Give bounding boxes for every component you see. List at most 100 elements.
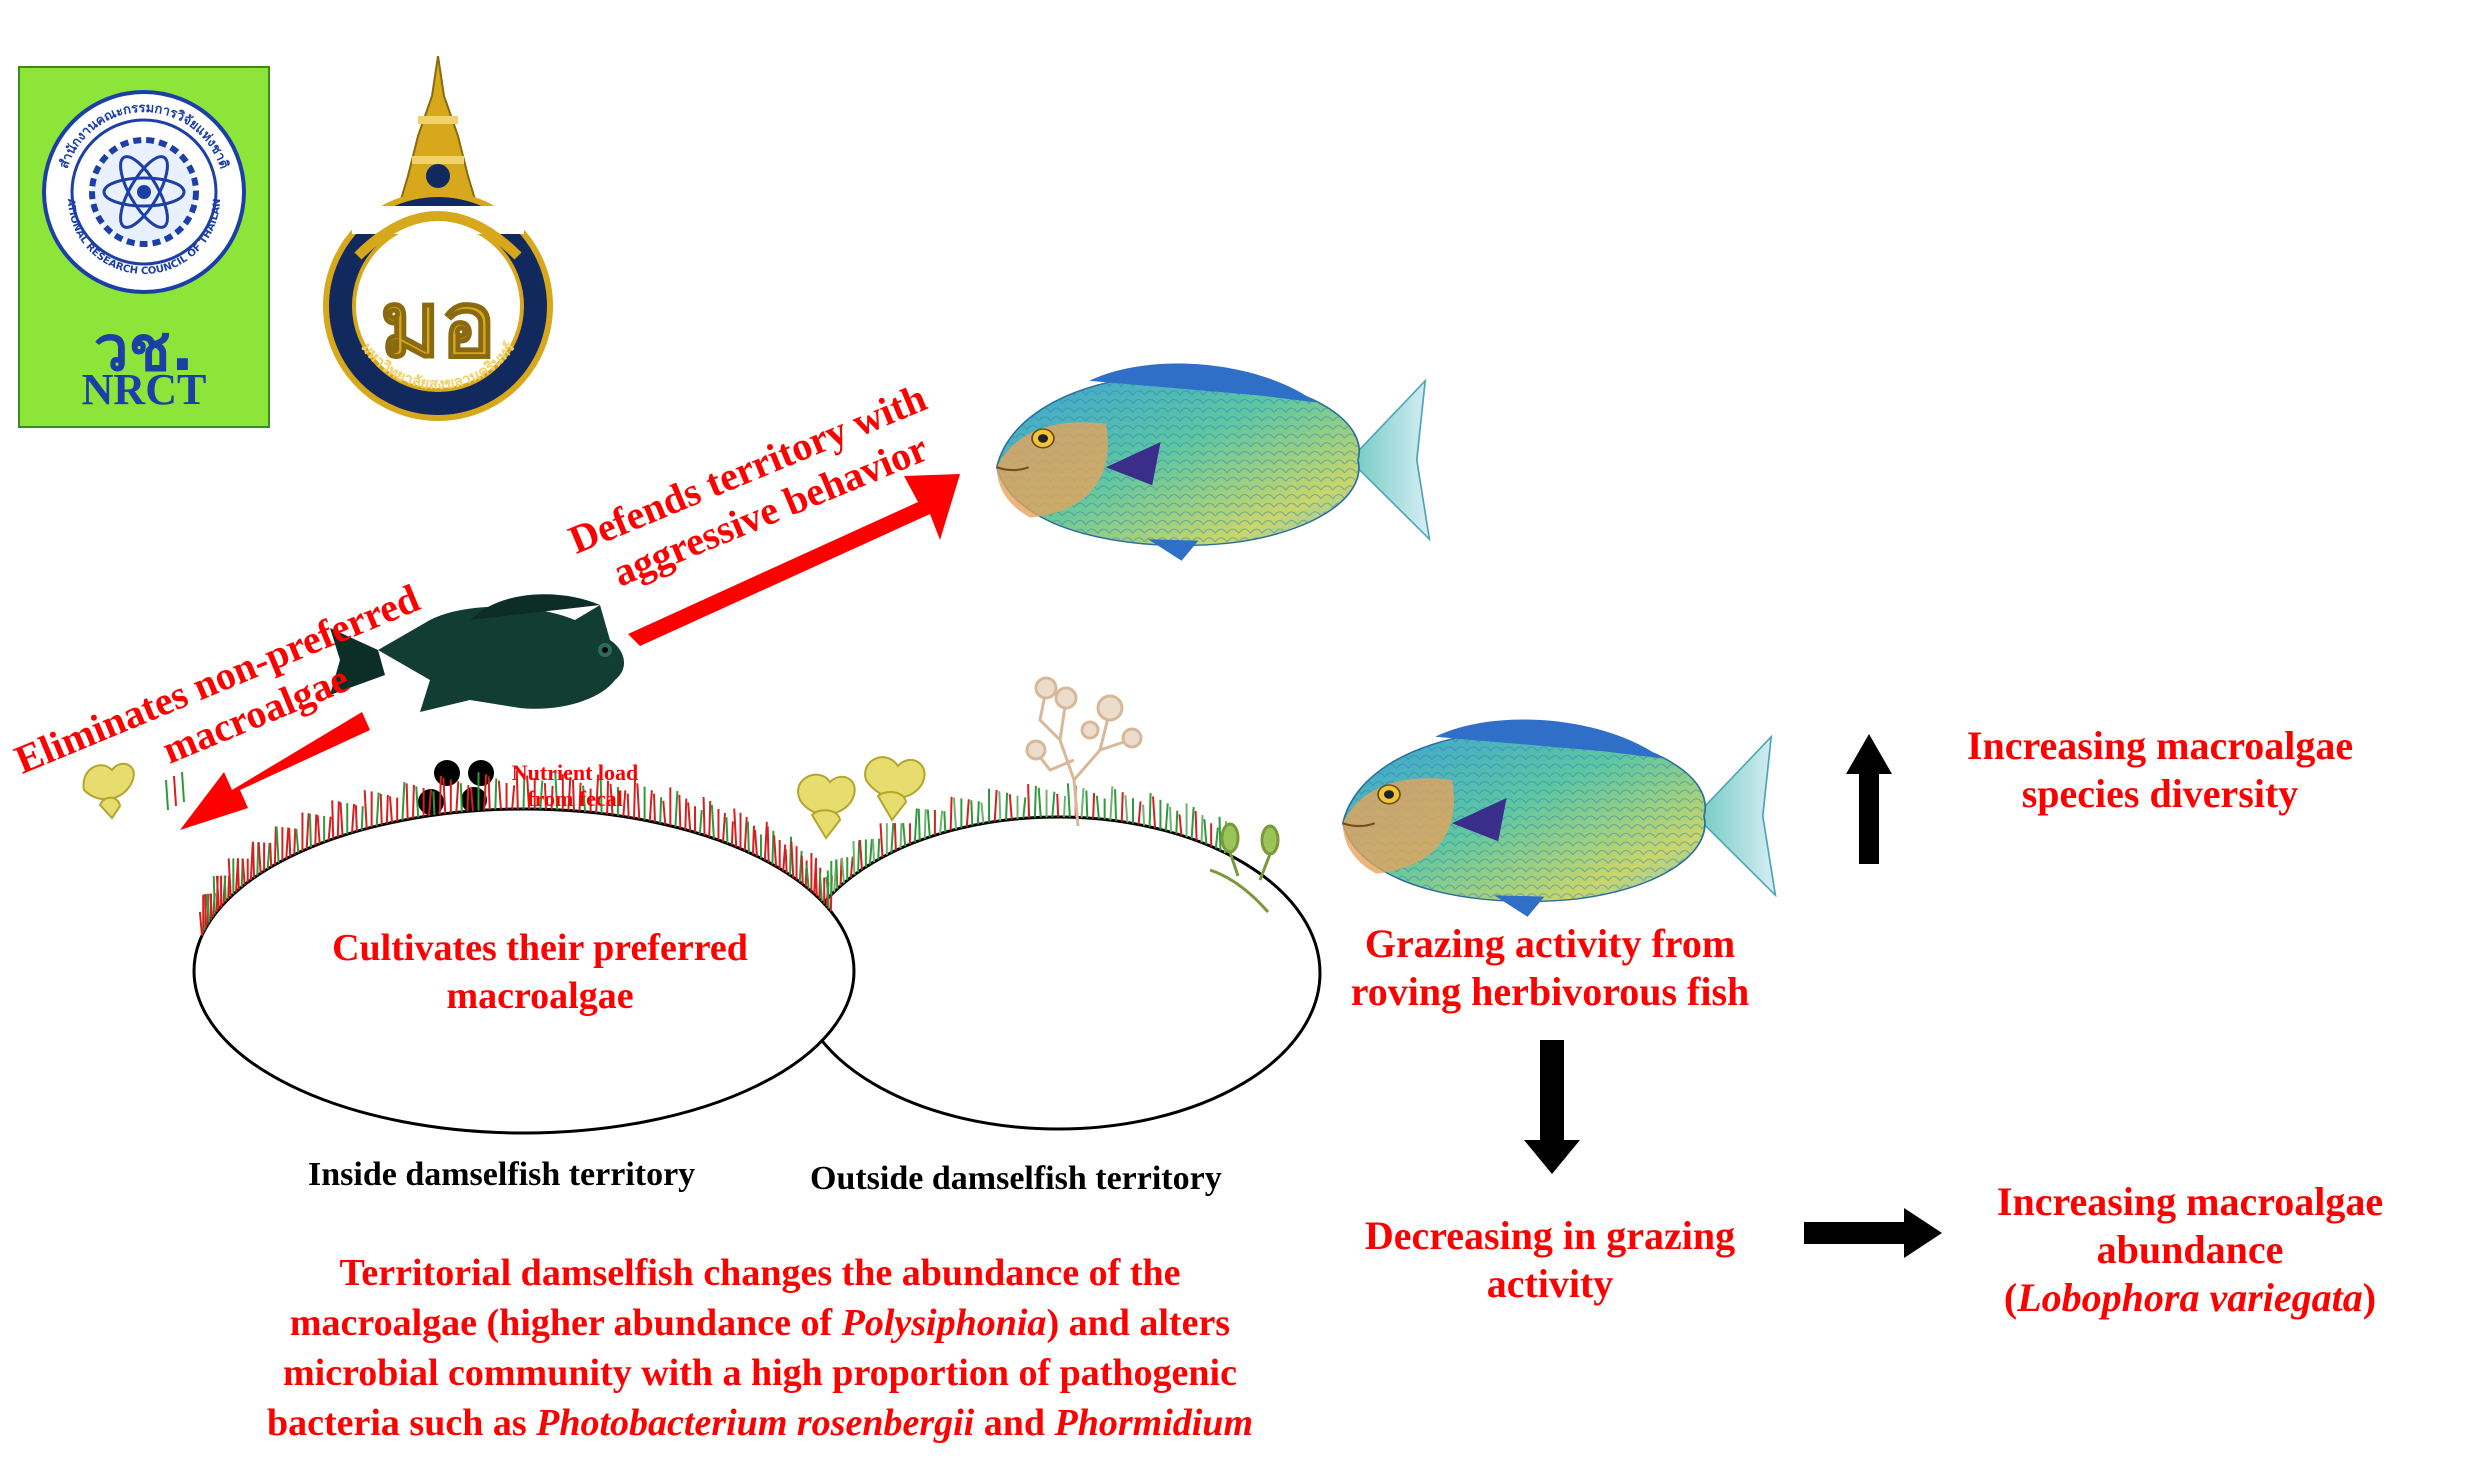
outside-territory-label: Outside damselfish territory xyxy=(810,1160,1222,1197)
algae-strand xyxy=(401,781,406,821)
diversity-label-line2: species diversity xyxy=(2021,771,2299,816)
summary-paragraph: Territorial damselfish changes the abund… xyxy=(150,1248,1370,1448)
algae-strand xyxy=(858,839,863,870)
nrct-logo: สำนักงานคณะกรรมการวิจัยแห่งชาติ NATIONAL… xyxy=(18,66,270,428)
summary-line2-a: macroalgae (higher abundance of xyxy=(289,1302,842,1344)
algae-strand xyxy=(316,815,321,844)
algae-strand xyxy=(1194,811,1198,841)
summary-line3: microbial community with a high proporti… xyxy=(283,1352,1237,1394)
algae-strand xyxy=(879,823,884,858)
inside-territory-label: Inside damselfish territory xyxy=(308,1156,696,1193)
algae-strand xyxy=(648,790,653,822)
algae-strand xyxy=(599,777,603,814)
algae-strand xyxy=(1190,807,1195,839)
nrct-seal-icon xyxy=(42,90,246,294)
grazing-label: Grazing activity from roving herbivorous… xyxy=(1320,920,1780,1016)
abundance-label-line1: Increasing macroalgae xyxy=(1996,1179,2384,1224)
algae-strand xyxy=(198,911,203,936)
algae-strand xyxy=(1214,827,1219,849)
algae-strand xyxy=(308,813,312,848)
algae-strand xyxy=(626,793,630,818)
algae-strand xyxy=(652,793,656,823)
algae-strand xyxy=(763,821,768,861)
algae-strand xyxy=(385,794,389,824)
abundance-label-line2: abundance xyxy=(2096,1227,2284,1272)
algae-strand xyxy=(204,894,208,928)
algae-strand xyxy=(730,821,734,846)
damselfish-icon xyxy=(330,594,625,712)
algae-icon xyxy=(1209,822,1280,913)
nrct-seal-text: สำนักงานคณะกรรมการวิจัยแห่งชาติ NATIONAL… xyxy=(38,86,231,277)
algae-strand xyxy=(539,780,544,810)
algae-strand xyxy=(687,802,692,832)
algae-strand xyxy=(751,825,755,855)
algae-strand xyxy=(181,771,185,803)
summary-line4-species2: Phormidium xyxy=(1054,1402,1254,1444)
algae-strand xyxy=(868,839,873,865)
algae-strand xyxy=(857,840,861,873)
algae-strand xyxy=(609,783,614,816)
algae-strand xyxy=(543,783,547,810)
abundance-open-paren: ( xyxy=(2003,1275,2018,1320)
algae-strand xyxy=(554,771,559,810)
algae-strand xyxy=(1120,792,1124,822)
algae-strand xyxy=(293,828,297,855)
algae-strand xyxy=(710,804,715,839)
algae-strand xyxy=(487,776,491,810)
algae-strand xyxy=(1200,815,1204,843)
algae-strand xyxy=(849,856,854,878)
algae-strand xyxy=(913,808,918,843)
decreasing-label-line2: activity xyxy=(1486,1261,1614,1306)
algae-strand xyxy=(805,865,810,890)
algae-strand xyxy=(1085,790,1089,819)
algae-strand xyxy=(698,810,703,834)
algae-strand xyxy=(1092,793,1096,819)
algae-strand xyxy=(952,797,957,830)
algae-strand xyxy=(970,800,974,826)
algae-strand xyxy=(432,791,436,816)
algae-strand xyxy=(375,792,380,827)
algae-strand xyxy=(1142,804,1146,826)
algae-strand xyxy=(1056,793,1060,818)
algae-strand xyxy=(405,783,409,820)
abundance-close-paren: ) xyxy=(2362,1275,2377,1320)
algae-strand xyxy=(899,823,903,849)
algae-strand xyxy=(923,809,927,839)
diversity-label: Increasing macroalgae species diversity xyxy=(1930,722,2390,818)
algae-strand xyxy=(1051,791,1056,818)
algae-strand xyxy=(773,835,778,867)
algae-strand xyxy=(363,790,368,829)
summary-line2: macroalgae (higher abundance of Polysiph… xyxy=(150,1298,1370,1348)
algae-strand xyxy=(466,785,470,812)
algae-strand xyxy=(314,814,318,846)
inside-ellipse-label: Cultivates their preferred macroalgae xyxy=(250,924,830,1020)
inside-ellipse-label-line1: Cultivates their preferred xyxy=(332,927,748,969)
algae-icon xyxy=(82,756,926,840)
algae-strand xyxy=(571,779,575,811)
nutrient-note-line2: from fecal xyxy=(527,786,623,811)
algae-strand xyxy=(622,790,627,817)
summary-line4: bacteria such as Photobacterium rosenber… xyxy=(150,1398,1370,1448)
algae-strand xyxy=(893,822,897,851)
algae-strand xyxy=(840,857,845,884)
algae-strand xyxy=(790,841,795,878)
algae-strand xyxy=(1008,794,1013,820)
algae-strand xyxy=(1027,784,1031,818)
algae-strand xyxy=(273,826,277,865)
algae-strand xyxy=(295,828,300,853)
decreasing-label-line1: Decreasing in grazing xyxy=(1364,1213,1736,1258)
algae-strand xyxy=(305,813,310,850)
algae-strand xyxy=(173,775,177,807)
algae-strand xyxy=(526,775,531,810)
algae-strand xyxy=(993,789,998,822)
algae-strand xyxy=(998,791,1002,821)
algae-strand xyxy=(339,802,344,836)
algae-strand xyxy=(288,827,292,857)
algae-strand xyxy=(494,778,498,810)
summary-line2-b: ) and alters xyxy=(1046,1302,1231,1344)
algae-strand xyxy=(438,775,442,815)
algae-strand xyxy=(871,838,875,862)
algae-strand xyxy=(708,800,712,837)
algae-strand xyxy=(1005,792,1009,821)
